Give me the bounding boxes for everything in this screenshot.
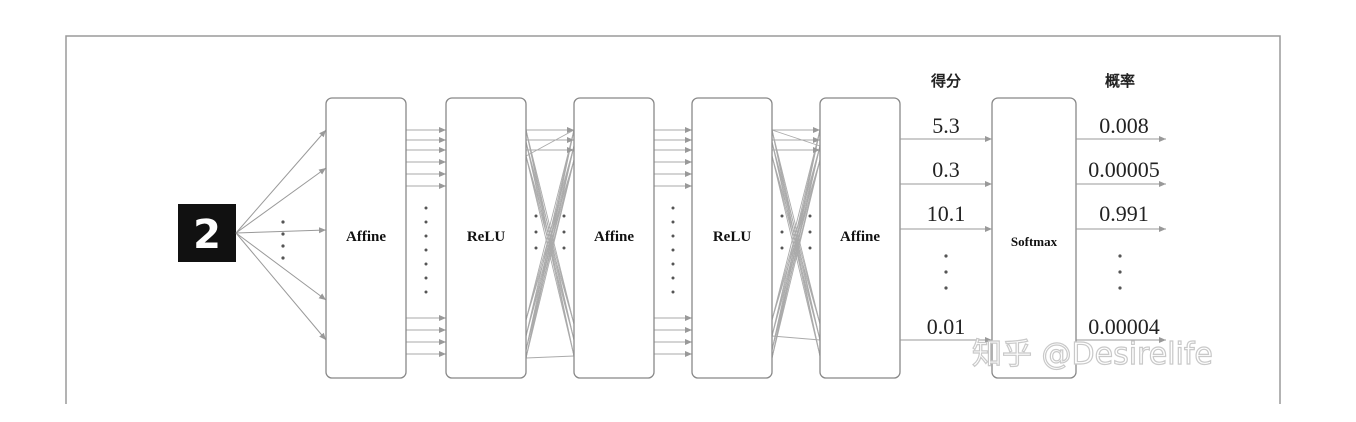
layer-relu-1: ReLU — [446, 98, 526, 378]
softmax-label: Softmax — [1011, 234, 1058, 249]
probability-value: 0.991 — [1099, 201, 1149, 226]
layer-label: Affine — [594, 229, 634, 245]
watermark: 知乎 @Desirelife — [972, 337, 1213, 372]
layer-affine-3: Affine — [820, 98, 900, 378]
input-digit: 2 — [193, 212, 221, 258]
layer-label: Affine — [840, 229, 880, 245]
probability-value: 0.00004 — [1088, 314, 1160, 339]
layer-affine-2: Affine — [574, 98, 654, 378]
score-value: 10.1 — [927, 201, 966, 226]
layer-label: ReLU — [713, 229, 751, 245]
input-image: 2 — [178, 204, 236, 262]
layer-softmax: Softmax — [992, 98, 1076, 378]
layer-relu-2: ReLU — [692, 98, 772, 378]
layer-affine-1: Affine — [326, 98, 406, 378]
score-value: 0.01 — [927, 314, 966, 339]
score-value: 0.3 — [932, 157, 960, 182]
probability-value: 0.00005 — [1088, 157, 1160, 182]
probability-value: 0.008 — [1099, 113, 1149, 138]
probability-ellipsis — [1118, 254, 1121, 289]
input-connections — [236, 130, 326, 340]
score-value: 5.3 — [932, 113, 960, 138]
scores-header: 得分 — [930, 72, 961, 90]
probabilities-header: 概率 — [1105, 72, 1135, 90]
score-ellipsis — [944, 254, 947, 289]
input-ellipsis — [281, 220, 284, 259]
layer-label: Affine — [346, 229, 386, 245]
layer-label: ReLU — [467, 229, 505, 245]
